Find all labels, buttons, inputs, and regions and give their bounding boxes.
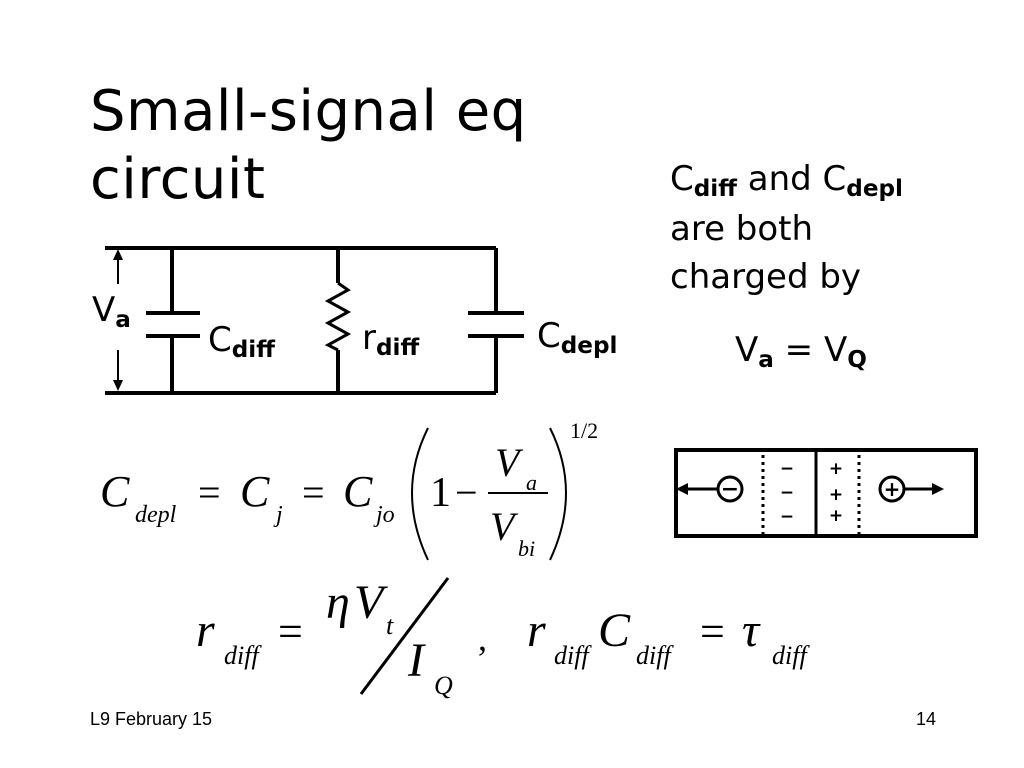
- eq2-slash: [359, 577, 450, 695]
- charge-note: Cdiff and Cdepl are both charged by: [670, 155, 903, 301]
- eq2-tau: τ: [742, 604, 761, 657]
- neg-charge-2: −: [780, 483, 794, 503]
- pos-charge-2: +: [829, 485, 843, 505]
- junction-diagram: − + − − − + + +: [674, 448, 978, 538]
- eq1-exponent: 1/2: [570, 418, 598, 443]
- eq1-cjo: C: [343, 467, 373, 516]
- va-arrow-down-icon: [113, 380, 123, 391]
- eq2-sub-q: Q: [434, 671, 453, 700]
- eq2-sub-diff-3: diff: [636, 641, 674, 670]
- eq1-cj: C: [240, 467, 270, 516]
- va-arrow-up-icon: [113, 249, 123, 260]
- eq1-equals-1: =: [198, 470, 221, 515]
- eq1-sub-depl: depl: [135, 502, 177, 528]
- right-arrow-icon: [932, 483, 944, 495]
- rdiff-label: rdiff: [362, 318, 420, 361]
- eq2-r: r: [196, 604, 215, 657]
- electron-icon: [716, 475, 744, 503]
- eq2-comma: ,: [478, 618, 487, 658]
- eq1-minus: −: [455, 470, 478, 515]
- note-line-1: Cdiff and Cdepl: [670, 159, 903, 202]
- eq1-equals-2: =: [302, 470, 325, 515]
- equivalent-circuit: [105, 246, 524, 395]
- eq2-sub-t: t: [386, 611, 394, 640]
- eq2-equals-1: =: [278, 607, 303, 656]
- rdiff-equation: r diff = η V t I Q , r diff C diff = τ d…: [196, 576, 810, 700]
- eq1-sub-j: j: [273, 502, 283, 528]
- eq1-va: V: [495, 440, 524, 485]
- cdepl-label: Cdepl: [537, 316, 618, 359]
- title-line-1: Small-signal eq: [90, 79, 527, 144]
- title-line-2: circuit: [90, 147, 266, 212]
- eq1-c: C: [100, 467, 130, 516]
- va-label: Va: [92, 290, 131, 333]
- eq1-left-paren: [411, 427, 429, 561]
- eq1-one: 1: [430, 470, 451, 516]
- slide-title: Small-signal eq circuit: [90, 78, 527, 214]
- note-line-2: are both: [670, 208, 814, 249]
- junction-box: [674, 448, 978, 538]
- page-number: 14: [915, 709, 936, 729]
- cdiff-capacitor-symbol: [146, 248, 200, 393]
- electron-sign: −: [721, 477, 739, 502]
- cdepl-equation: C depl = C j = C jo 1 − V a V bi 1/2: [100, 418, 598, 561]
- neg-charge-3: −: [780, 507, 794, 527]
- pos-charge-3: +: [829, 506, 843, 526]
- eq2-sub-diff-1: diff: [224, 641, 262, 670]
- eq2-eta: η: [326, 576, 350, 629]
- eq2-c: C: [598, 604, 631, 657]
- pos-charge-1: +: [829, 459, 843, 479]
- eq1-sub-bi: bi: [518, 536, 535, 561]
- eq1-vbi: V: [490, 504, 519, 549]
- eq2-equals-2: =: [700, 607, 725, 656]
- note-line-3: charged by: [670, 256, 862, 297]
- cdepl-capacitor-symbol: [468, 248, 524, 393]
- cdiff-label: Cdiff: [208, 320, 275, 363]
- eq2-r2: r: [527, 604, 546, 657]
- neg-charge-1: −: [780, 459, 794, 479]
- footer-date: L9 February 15: [90, 709, 213, 729]
- va-equals-vq: Va = VQ: [735, 330, 867, 373]
- rdiff-resistor-symbol: [324, 248, 352, 393]
- eq2-sub-diff-2: diff: [554, 641, 592, 670]
- eq2-iq: I: [407, 634, 426, 687]
- eq1-sub-a: a: [526, 470, 537, 495]
- hole-sign: +: [884, 477, 901, 501]
- left-arrow-icon: [676, 483, 688, 495]
- eq2-vt: V: [354, 576, 388, 629]
- eq1-right-paren: [549, 427, 567, 561]
- eq2-sub-diff-4: diff: [772, 641, 810, 670]
- eq1-sub-jo: jo: [373, 502, 395, 528]
